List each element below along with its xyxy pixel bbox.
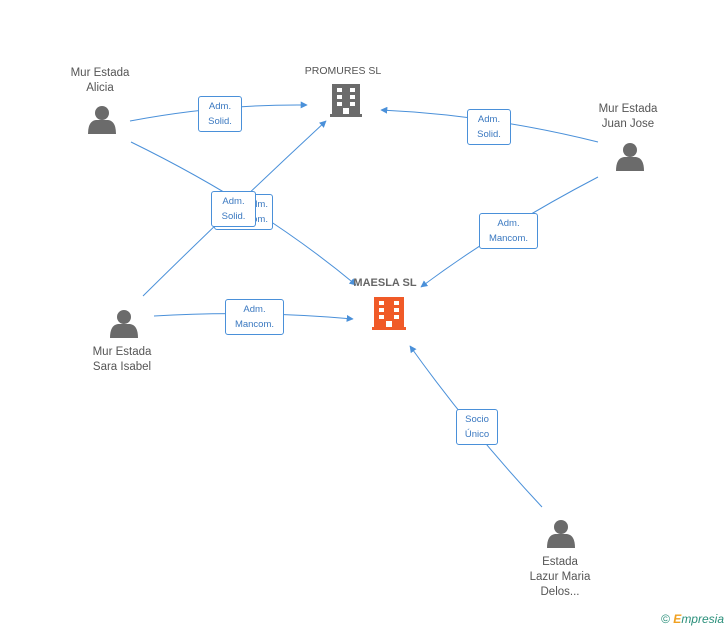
copyright-icon: © (661, 612, 670, 626)
person-icon-juanjose[interactable] (616, 143, 644, 171)
person-icon-alicia[interactable] (88, 106, 116, 134)
edge-label-line1: Adm. (245, 199, 268, 210)
maesla-building-icon[interactable] (372, 297, 406, 330)
empresia-watermark[interactable]: © Empresia (661, 612, 724, 626)
brand-initial: E (673, 612, 682, 626)
edge-label-line1: Adm. (243, 304, 266, 315)
edge-label-line1: Socio (465, 414, 489, 425)
lazur-line3: Delos... (540, 586, 580, 598)
maesla-label[interactable]: MAESLA SL (353, 277, 417, 289)
edge-label-line1: Adm. (222, 196, 245, 207)
juanjose-line2: Juan Jose (601, 118, 655, 130)
edge-label-lazur-maesla[interactable]: Socio Único (456, 409, 498, 445)
person-icon-sara[interactable] (110, 310, 138, 338)
edge-label-line2: Único (464, 429, 490, 440)
edge-label-alicia-promures[interactable]: Adm. Solid. (198, 96, 242, 132)
person-label-alicia[interactable]: Mur Estada Alicia (50, 66, 150, 96)
lazur-line1: Estada (542, 556, 578, 568)
person-label-lazur[interactable]: Estada Lazur Maria Delos... (510, 555, 610, 600)
edge-label-line1: Adm. (497, 218, 520, 229)
person-label-sara[interactable]: Mur Estada Sara Isabel (72, 345, 172, 375)
juanjose-line1: Mur Estada (598, 103, 658, 115)
edge-label-line2: Mancom. (234, 319, 275, 330)
alicia-line2: Alicia (86, 82, 114, 94)
promures-label[interactable]: PROMURES SL (304, 65, 382, 77)
edge-label-sara-promures[interactable]: Adm. Solid. (211, 191, 256, 227)
person-label-juanjose[interactable]: Mur Estada Juan Jose (578, 102, 678, 132)
person-icon-lazur[interactable] (547, 520, 575, 548)
promures-building-icon[interactable] (330, 84, 362, 117)
brand-name: mpresia (681, 612, 724, 626)
edge-label-juanjose-maesla[interactable]: Adm. Mancom. (479, 213, 538, 249)
alicia-line1: Mur Estada (70, 67, 130, 79)
edge-label-juanjose-promures[interactable]: Adm. Solid. (467, 109, 511, 145)
edge-label-line1: Adm. (208, 101, 232, 112)
edge-label-line2: Solid. (477, 129, 501, 140)
edge-label-line2: Mancom. (488, 233, 529, 244)
edge-label-line2: Solid. (208, 116, 232, 127)
edge-label-line1: Adm. (477, 114, 501, 125)
lazur-line2: Lazur Maria (529, 571, 591, 583)
edge-label-line2: Solid. (221, 211, 246, 222)
sara-line1: Mur Estada (92, 346, 152, 358)
sara-line2: Sara Isabel (92, 361, 152, 373)
edge-label-sara-maesla[interactable]: Adm. Mancom. (225, 299, 284, 335)
